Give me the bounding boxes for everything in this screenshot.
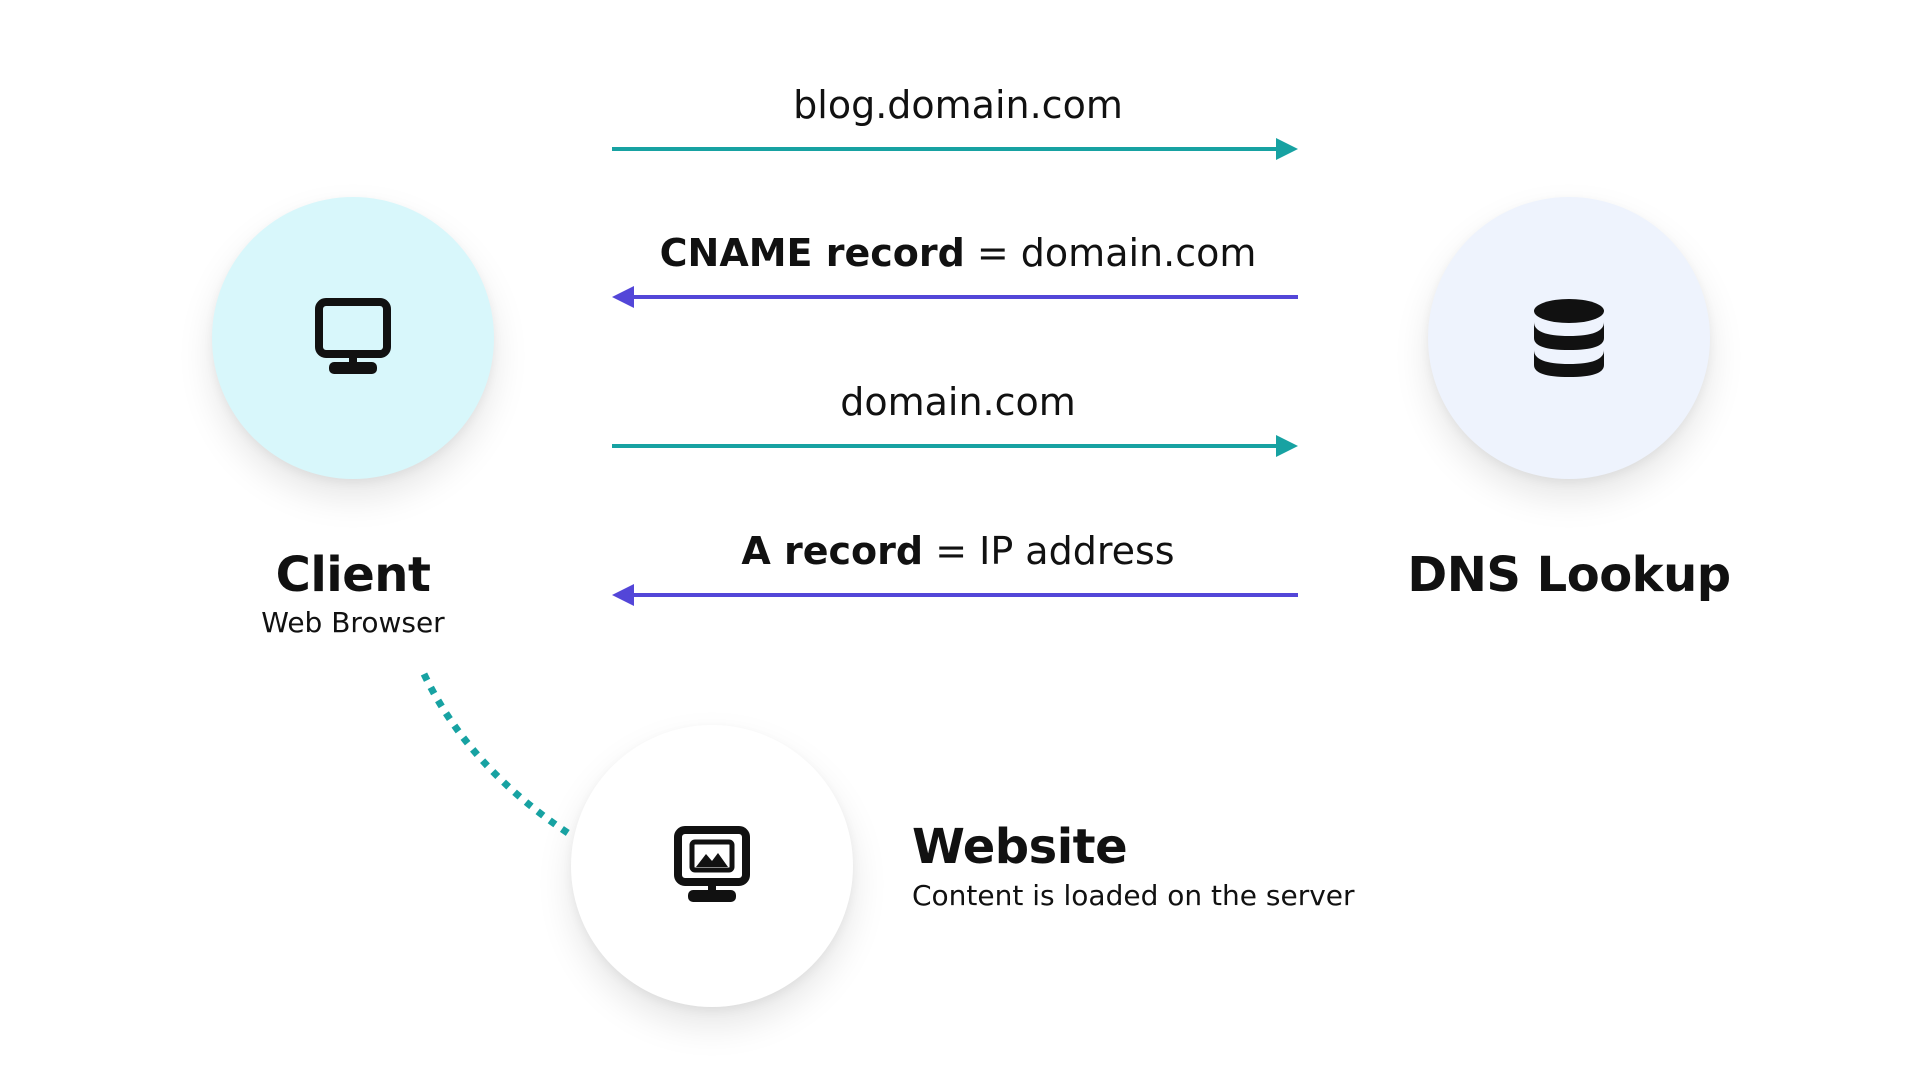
client-title: Client bbox=[275, 547, 431, 603]
message-bold-2: CNAME record bbox=[659, 231, 965, 275]
message-text-1: blog.domain.com bbox=[793, 83, 1123, 127]
arrow-cname-response bbox=[612, 286, 1298, 308]
message-label-3: domain.com bbox=[615, 380, 1301, 424]
message-label-2: CNAME record = domain.com bbox=[615, 231, 1301, 275]
website-node bbox=[571, 725, 853, 1007]
website-subtitle: Content is loaded on the server bbox=[912, 879, 1355, 912]
arrow-a-record-response bbox=[612, 584, 1298, 606]
message-text-3: domain.com bbox=[840, 380, 1076, 424]
message-bold-4: A record bbox=[741, 529, 924, 573]
client-subtitle: Web Browser bbox=[261, 606, 445, 639]
dns-title: DNS Lookup bbox=[1407, 547, 1731, 603]
website-title: Website bbox=[912, 819, 1128, 875]
monitor-icon bbox=[315, 298, 391, 374]
arrow-domain-request bbox=[612, 435, 1298, 457]
message-text-4: = IP address bbox=[923, 529, 1175, 573]
monitor-image-icon bbox=[674, 826, 750, 902]
dns-node bbox=[1428, 197, 1710, 479]
arrow-blog-domain-request bbox=[612, 138, 1298, 160]
message-text-2: = domain.com bbox=[964, 231, 1257, 275]
database-icon bbox=[1534, 299, 1604, 377]
message-label-1: blog.domain.com bbox=[615, 83, 1301, 127]
client-node bbox=[212, 197, 494, 479]
message-label-4: A record = IP address bbox=[615, 529, 1301, 573]
